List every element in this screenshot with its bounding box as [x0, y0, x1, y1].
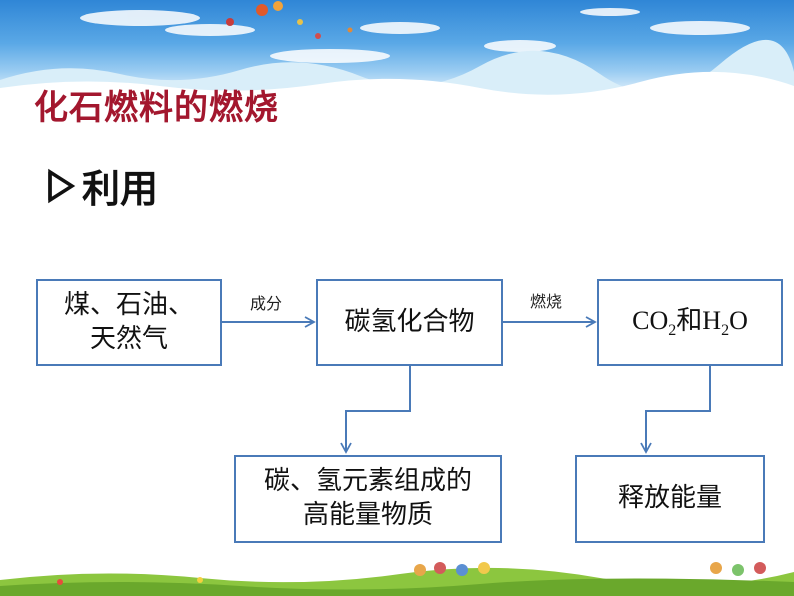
- edge-label-combustion: 燃烧: [530, 292, 563, 311]
- edge-hydrocarbon-to-high-energy: [340, 366, 411, 454]
- h2o-subscript: 2: [721, 321, 730, 339]
- subtitle-bullet-item: 利用: [46, 158, 158, 213]
- co2-prefix: CO: [632, 305, 669, 335]
- node-hydrocarbon-text: 碳氢化合物: [344, 306, 475, 337]
- subtitle-text: 利用: [82, 167, 159, 211]
- grass-ground-decoration: [0, 560, 794, 596]
- and-text: 和: [676, 305, 703, 336]
- cartoon-characters-icon: [57, 562, 766, 585]
- node-energy: 释放能量: [575, 455, 765, 543]
- edge-label-composition: 成分: [250, 294, 283, 313]
- node-high-energy-text: 碳、氢元素组成的 高能量物质: [263, 466, 472, 530]
- node-hydrocarbon: 碳氢化合物: [316, 279, 503, 366]
- sky-header-banner: [0, 0, 794, 96]
- hot-air-balloons-icon: [226, 1, 353, 39]
- node-fuels: 煤、石油、 天然气: [36, 279, 222, 366]
- edge-products-to-energy: [640, 366, 711, 454]
- arrow-bullet-icon: [48, 168, 76, 203]
- node-high-energy: 碳、氢元素组成的 高能量物质: [234, 455, 502, 543]
- node-energy-text: 释放能量: [617, 483, 722, 514]
- h2o-o: O: [729, 305, 748, 335]
- node-products-text: CO2和H2O: [632, 304, 748, 342]
- slide-title: 化石燃料的燃烧: [34, 88, 279, 128]
- node-products: CO2和H2O: [597, 279, 783, 366]
- h2o-h: H: [702, 305, 722, 335]
- node-fuels-text: 煤、石油、 天然气: [63, 289, 194, 354]
- co2-subscript: 2: [668, 321, 677, 339]
